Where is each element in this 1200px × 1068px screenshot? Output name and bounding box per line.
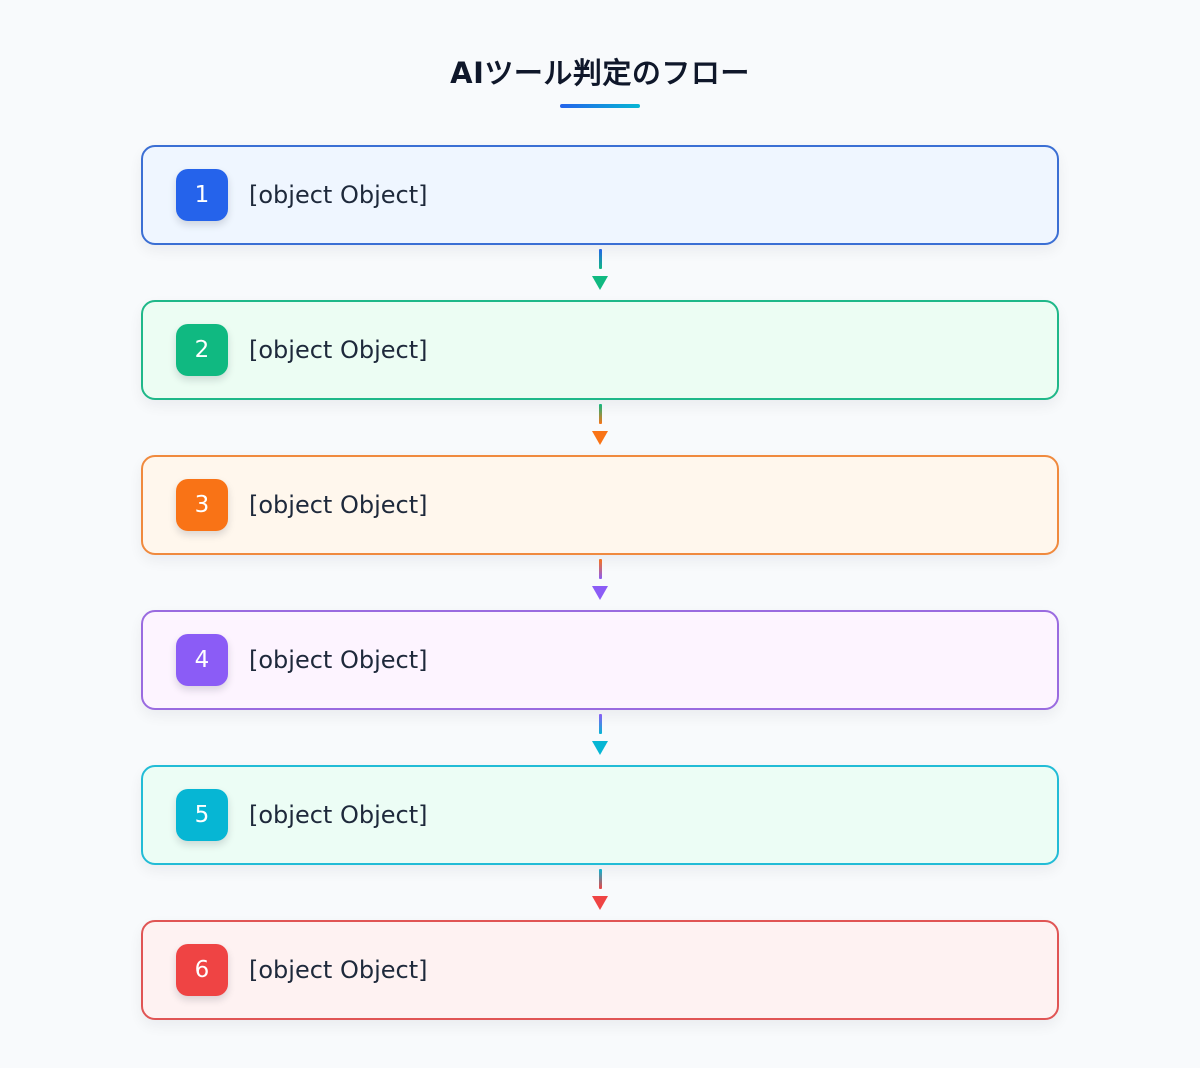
connector-line <box>599 404 602 424</box>
step-label: [object Object] <box>249 336 428 364</box>
step-number-badge: 3 <box>176 479 228 531</box>
flow-step-4: 4 [object Object] <box>141 610 1059 710</box>
page-title: AIツール判定のフロー <box>450 56 750 90</box>
arrow-down-icon <box>592 741 608 755</box>
arrow-down-icon <box>592 276 608 290</box>
flow-step-3: 3 [object Object] <box>141 455 1059 555</box>
step-label: [object Object] <box>249 801 428 829</box>
flow-connector-3 <box>141 555 1059 610</box>
title-underline <box>560 104 640 108</box>
flow-step-1: 1 [object Object] <box>141 145 1059 245</box>
flow-diagram: 1 [object Object] 2 [object Object] 3 [o… <box>141 145 1059 1020</box>
step-label: [object Object] <box>249 491 428 519</box>
arrow-down-icon <box>592 896 608 910</box>
arrow-down-icon <box>592 431 608 445</box>
flow-connector-5 <box>141 865 1059 920</box>
step-number-badge: 4 <box>176 634 228 686</box>
flow-step-5: 5 [object Object] <box>141 765 1059 865</box>
connector-line <box>599 714 602 734</box>
flow-connector-4 <box>141 710 1059 765</box>
step-label: [object Object] <box>249 956 428 984</box>
connector-line <box>599 249 602 269</box>
connector-line <box>599 559 602 579</box>
step-label: [object Object] <box>249 181 428 209</box>
flow-connector-2 <box>141 400 1059 455</box>
step-number-badge: 5 <box>176 789 228 841</box>
connector-line <box>599 869 602 889</box>
arrow-down-icon <box>592 586 608 600</box>
flow-connector-1 <box>141 245 1059 300</box>
step-label: [object Object] <box>249 646 428 674</box>
step-number-badge: 1 <box>176 169 228 221</box>
flow-step-2: 2 [object Object] <box>141 300 1059 400</box>
step-number-badge: 6 <box>176 944 228 996</box>
flow-step-6: 6 [object Object] <box>141 920 1059 1020</box>
step-number-badge: 2 <box>176 324 228 376</box>
